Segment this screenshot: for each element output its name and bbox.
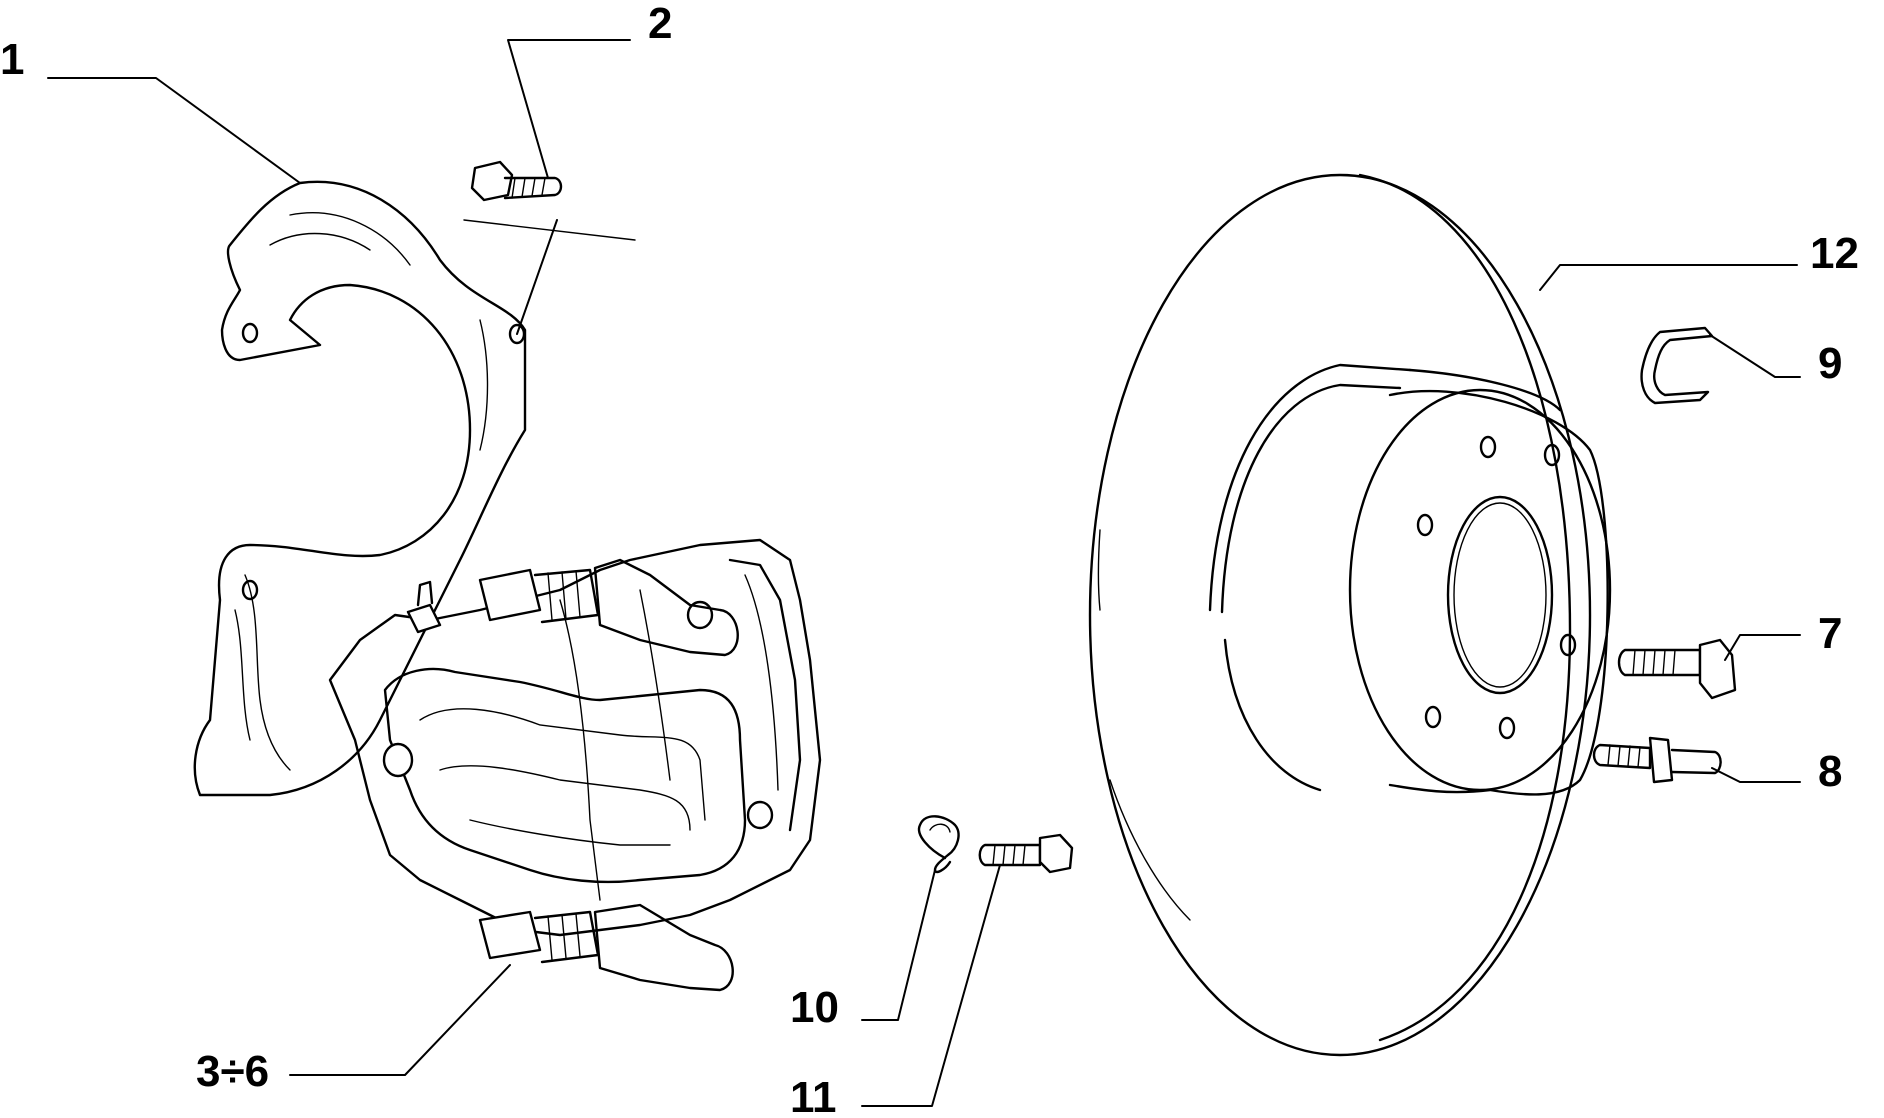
- bolt-part-2: [463, 160, 636, 241]
- leader-10: [861, 869, 936, 1021]
- callout-1: 1: [0, 35, 24, 84]
- leader-9: [1709, 334, 1801, 378]
- leader-7: [1724, 634, 1801, 661]
- brake-disc: [1088, 173, 1612, 1057]
- stud-part-8: [1592, 736, 1722, 784]
- spring-clip-part-9: [1640, 326, 1714, 405]
- callout-8: 8: [1818, 747, 1842, 796]
- leader-12: [1539, 264, 1798, 291]
- bolt-part-11: [978, 833, 1074, 874]
- leader-8: [1711, 767, 1801, 783]
- callout-2: 2: [648, 0, 672, 48]
- leader-11: [861, 864, 1001, 1107]
- leader-3-6: [289, 964, 511, 1076]
- callout-10: 10: [790, 983, 839, 1032]
- leader-1: [47, 77, 301, 184]
- callout-11: 11: [790, 1073, 837, 1118]
- callout-9: 9: [1818, 339, 1842, 388]
- backing-plate: [193, 180, 527, 797]
- brake-caliper: [328, 538, 822, 992]
- leader-lines: [47, 39, 1801, 1107]
- clip-part-10: [917, 815, 960, 874]
- callout-12: 12: [1810, 229, 1859, 278]
- callout-7: 7: [1818, 609, 1842, 658]
- leader-2: [507, 39, 631, 179]
- leader-2b: [516, 219, 558, 335]
- bolt-part-7: [1617, 638, 1737, 700]
- callout-3-6: 3÷6: [196, 1047, 269, 1096]
